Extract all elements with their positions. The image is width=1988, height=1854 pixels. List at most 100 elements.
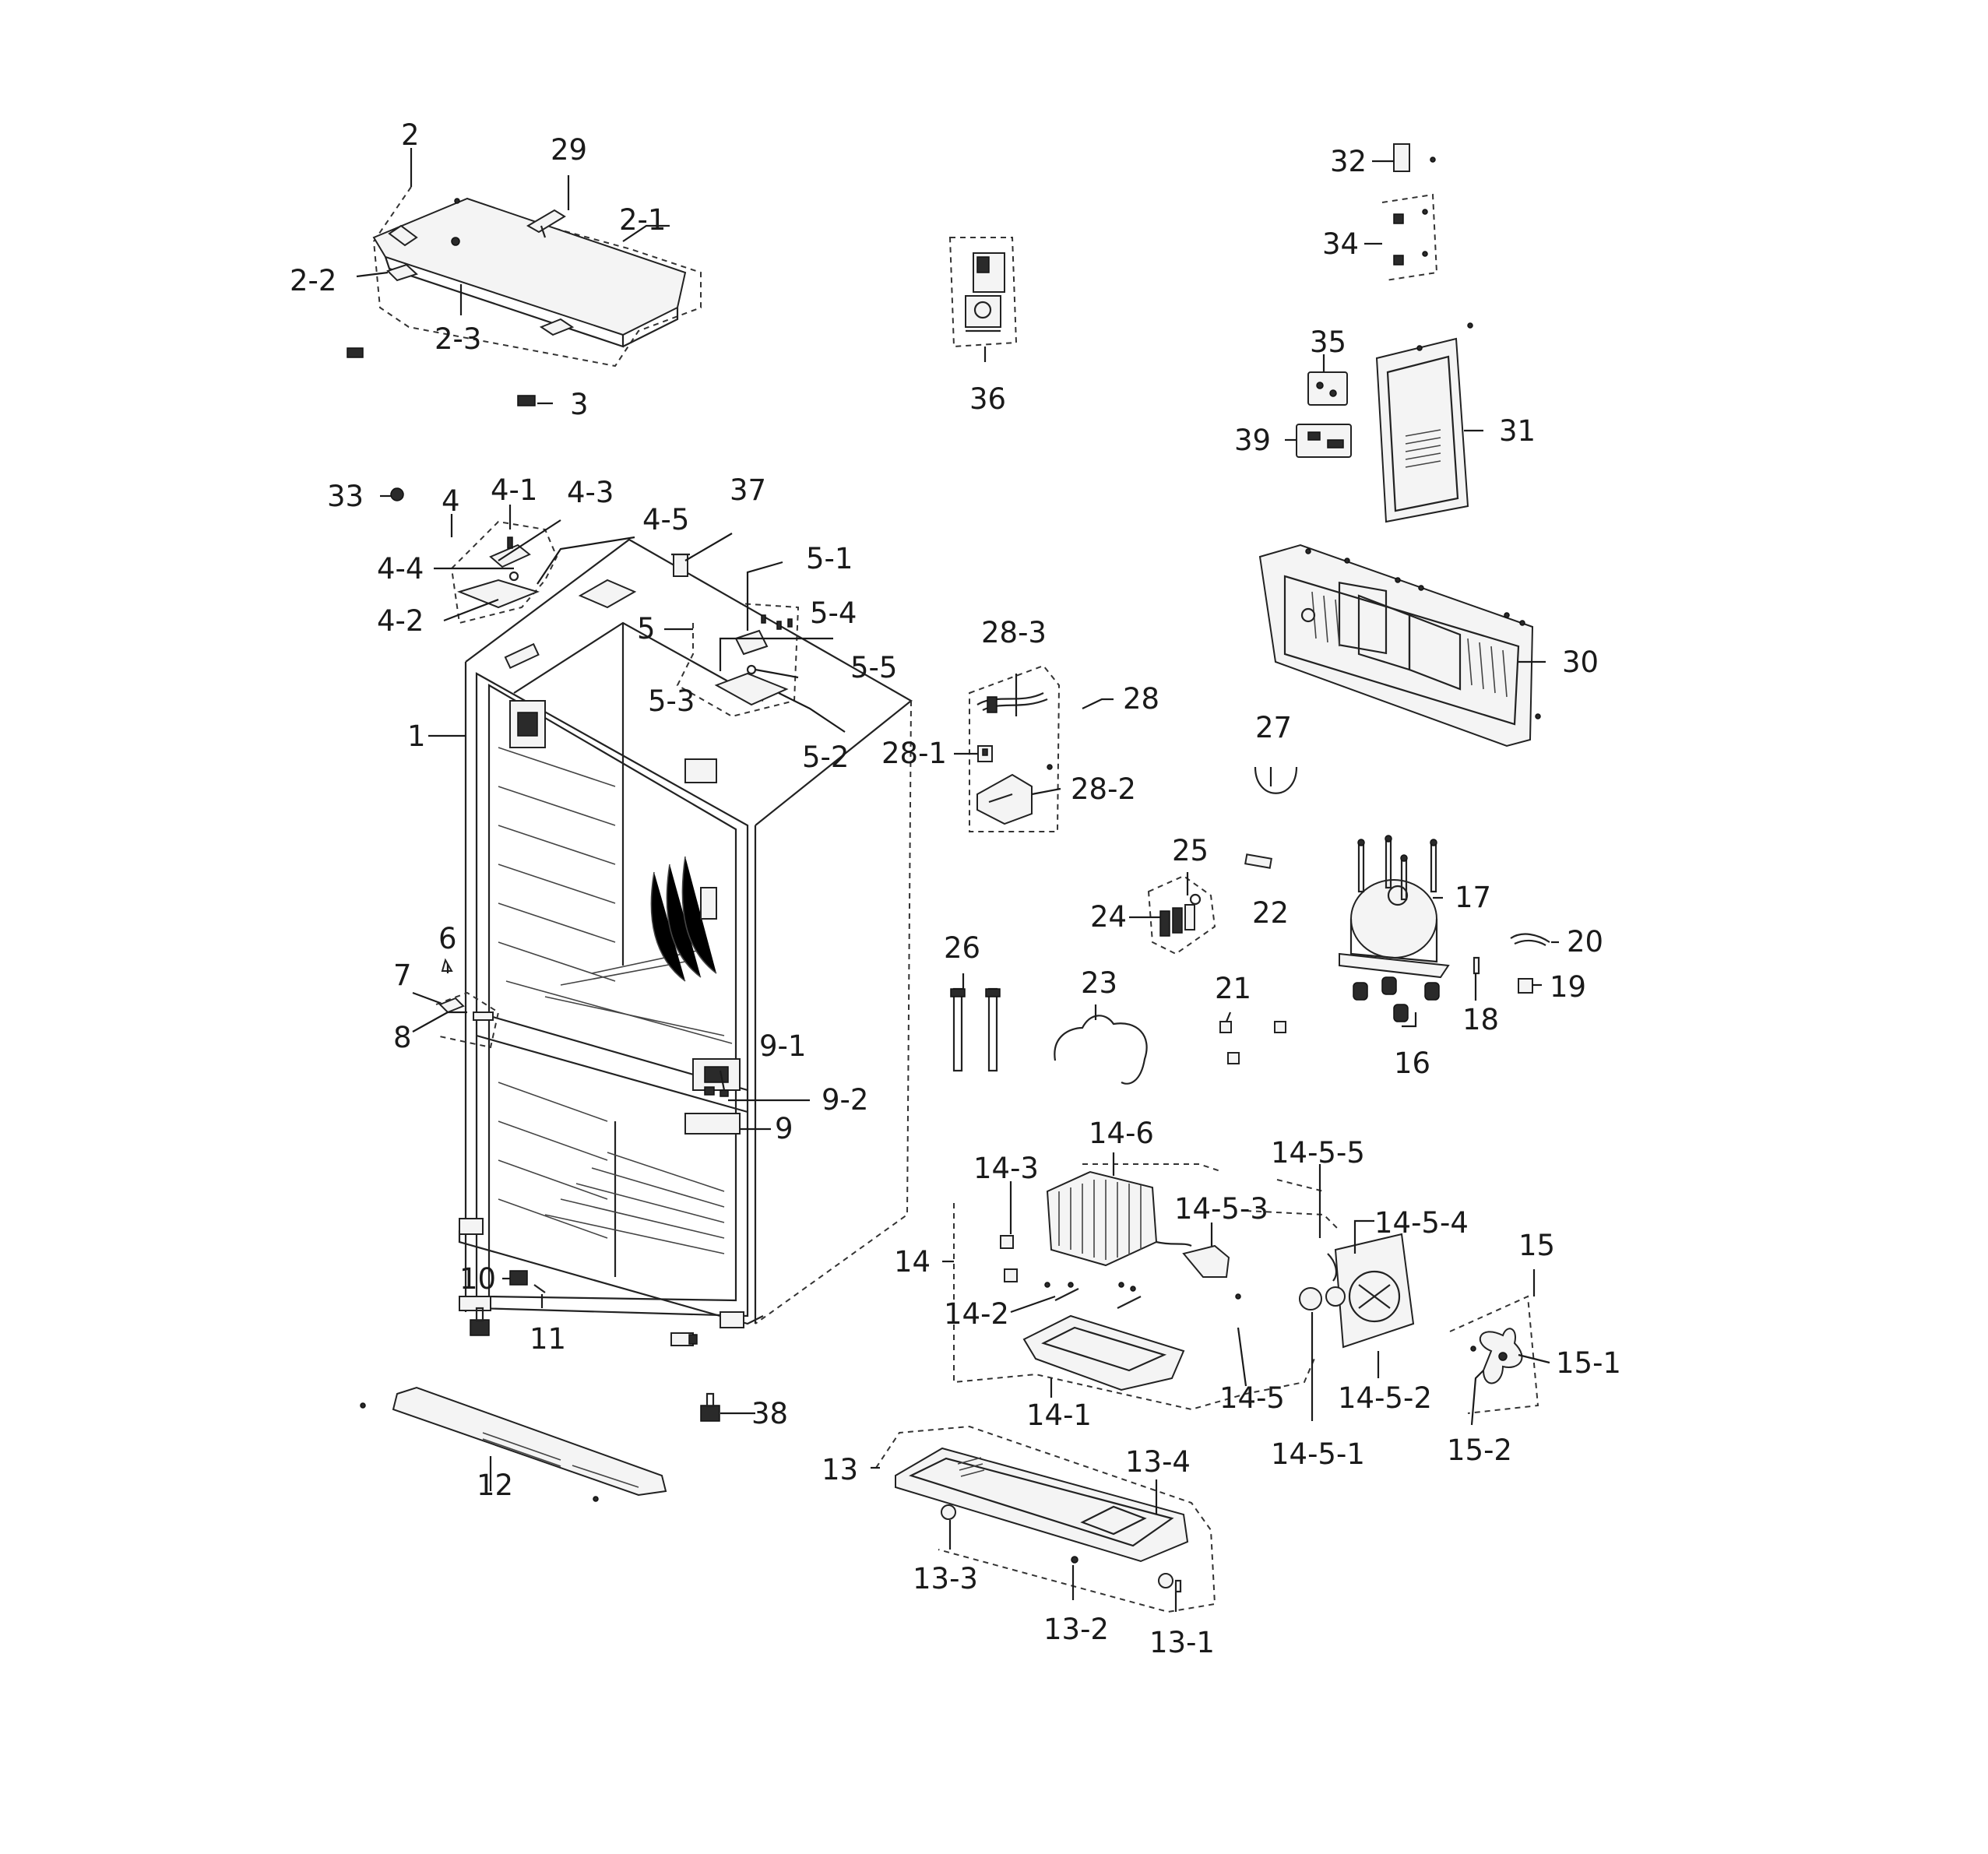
part-16-grommets-drawing <box>1353 976 1440 1022</box>
label-13-1: 13-1 <box>1149 1626 1215 1659</box>
part-24-25-drawing <box>1147 874 1216 955</box>
label-14: 14 <box>894 1245 931 1279</box>
part-23-drawing <box>1054 1015 1148 1085</box>
label-10: 10 <box>459 1262 496 1296</box>
part-10-drawing <box>509 1270 528 1286</box>
label-4-5: 4-5 <box>642 503 689 536</box>
fan-motor-14-5-drawing <box>1299 1233 1415 1349</box>
part-19-drawing <box>1518 978 1533 994</box>
label-14-5: 14-5 <box>1219 1381 1285 1415</box>
label-1: 1 <box>407 719 426 753</box>
label-16: 16 <box>1394 1047 1430 1080</box>
evaporator-14-drawing <box>953 1163 1340 1411</box>
label-13-3: 13-3 <box>913 1562 978 1595</box>
label-13-2: 13-2 <box>1043 1613 1109 1646</box>
part-30-back-panel-drawing <box>1258 544 1541 748</box>
label-14-5-1: 14-5-1 <box>1271 1437 1365 1471</box>
leveling-foot-right-drawing <box>670 1332 698 1346</box>
part-9-drawing <box>684 1086 741 1135</box>
label-14-5-4: 14-5-4 <box>1374 1206 1469 1240</box>
label-4-2: 4-2 <box>377 604 424 638</box>
label-20: 20 <box>1567 925 1603 959</box>
label-19: 19 <box>1550 970 1586 1004</box>
label-4: 4 <box>442 484 460 518</box>
label-28: 28 <box>1123 682 1159 716</box>
part-29-drawing <box>526 209 566 238</box>
label-21: 21 <box>1215 972 1251 1005</box>
label-15: 15 <box>1518 1229 1555 1262</box>
label-23: 23 <box>1081 966 1117 1000</box>
label-8: 8 <box>393 1021 412 1054</box>
part-34-drawing <box>1381 193 1438 281</box>
label-4-3: 4-3 <box>567 476 614 509</box>
part-11-drawing <box>533 1284 546 1293</box>
label-36: 36 <box>969 382 1006 416</box>
label-30: 30 <box>1562 646 1599 679</box>
label-3: 3 <box>570 388 589 421</box>
label-38: 38 <box>751 1397 788 1430</box>
part-39-drawing <box>1296 424 1352 458</box>
part-33-drawing <box>390 487 404 501</box>
label-26: 26 <box>944 931 980 965</box>
part-3-drawing <box>517 395 536 406</box>
label-29: 29 <box>551 133 587 167</box>
label-15-2: 15-2 <box>1447 1434 1512 1467</box>
label-14-5-5: 14-5-5 <box>1271 1136 1365 1170</box>
leveling-foot-left-drawing <box>470 1307 490 1336</box>
label-24: 24 <box>1090 900 1127 934</box>
label-4-4: 4-4 <box>377 552 424 586</box>
part-32-drawing <box>1393 143 1436 172</box>
part-20-drawing <box>1510 933 1550 946</box>
label-35: 35 <box>1310 325 1346 359</box>
label-14-5-2: 14-5-2 <box>1338 1381 1432 1415</box>
label-5-2: 5-2 <box>802 741 849 774</box>
label-28-2: 28-2 <box>1071 772 1136 806</box>
label-25: 25 <box>1172 834 1209 867</box>
label-6: 6 <box>438 922 457 955</box>
label-14-5-3: 14-5-3 <box>1174 1192 1268 1226</box>
part-18-drawing <box>1473 956 1480 975</box>
part-26-drawing <box>950 987 1001 1072</box>
label-27: 27 <box>1255 711 1292 744</box>
part-2-2-drawing <box>386 263 418 282</box>
part-27-drawing <box>1254 766 1298 794</box>
label-2: 2 <box>401 118 420 152</box>
label-12: 12 <box>477 1469 513 1502</box>
label-11: 11 <box>530 1322 566 1356</box>
label-31: 31 <box>1499 414 1536 448</box>
label-14-2: 14-2 <box>944 1297 1009 1331</box>
label-17: 17 <box>1455 881 1491 914</box>
label-4-1: 4-1 <box>491 473 537 507</box>
label-2-1: 2-1 <box>619 203 666 237</box>
hinge-assembly-5-drawing <box>676 603 800 718</box>
label-15-1: 15-1 <box>1556 1346 1621 1380</box>
label-5-1: 5-1 <box>806 542 853 575</box>
label-14-3: 14-3 <box>973 1152 1039 1185</box>
leader-lines <box>356 148 1559 1612</box>
part-21-drawing <box>1219 1021 1286 1064</box>
label-18: 18 <box>1462 1003 1499 1036</box>
label-14-6: 14-6 <box>1089 1117 1154 1150</box>
label-5-3: 5-3 <box>648 684 695 718</box>
part-35-drawing <box>1307 371 1348 406</box>
compressor-17-drawing <box>1339 835 1450 979</box>
part-31-cover-plate-drawing <box>1375 322 1473 523</box>
label-13-4: 13-4 <box>1125 1445 1191 1479</box>
label-34: 34 <box>1322 227 1359 261</box>
part-37-drawing <box>671 553 690 577</box>
label-33: 33 <box>327 480 364 513</box>
label-13: 13 <box>822 1453 858 1486</box>
part-3-left-drawing <box>347 347 364 358</box>
label-2-3: 2-3 <box>435 322 481 356</box>
fan-15-drawing <box>1449 1295 1539 1414</box>
label-2-2: 2-2 <box>290 264 336 297</box>
label-28-3: 28-3 <box>981 616 1047 649</box>
label-28-1: 28-1 <box>881 737 947 770</box>
hinge-assembly-4-drawing <box>450 520 558 624</box>
label-37: 37 <box>730 473 766 507</box>
label-5: 5 <box>637 612 656 646</box>
label-9-2: 9-2 <box>822 1083 868 1117</box>
label-9: 9 <box>775 1112 793 1145</box>
label-9-1: 9-1 <box>759 1029 806 1063</box>
